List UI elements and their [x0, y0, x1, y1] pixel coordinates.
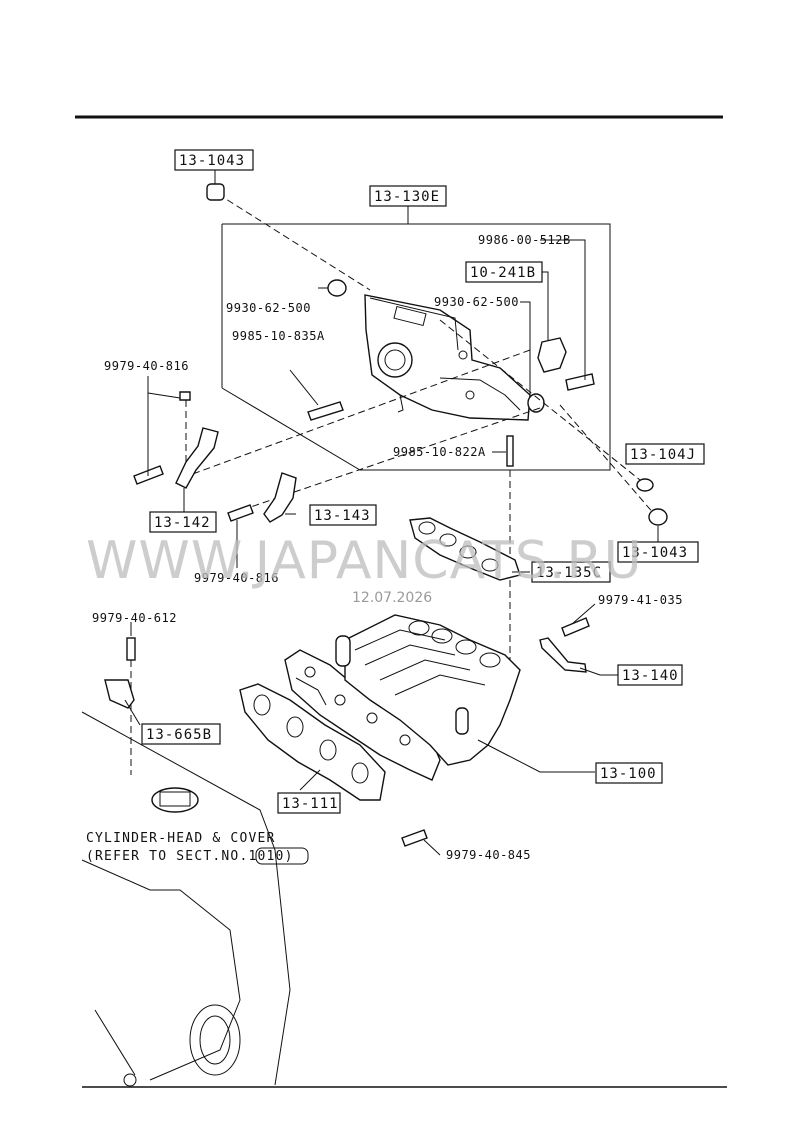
screw-9986-00-512B — [565, 373, 595, 391]
watermark-date: 12.07.2026 — [352, 590, 432, 606]
gasket-13-135C — [409, 517, 521, 581]
label-9979-40-816-upper: 9979-40-816 — [104, 359, 189, 373]
svg-text:13-1043: 13-1043 — [179, 153, 245, 169]
bracket-13-142 — [175, 427, 219, 489]
svg-text:13-142: 13-142 — [154, 515, 211, 531]
svg-text:13-140: 13-140 — [622, 668, 679, 684]
bracket-13-143 — [263, 472, 297, 523]
label-13-104J: 13-104J — [625, 443, 705, 465]
stud-9985-10-822A — [506, 435, 514, 467]
svg-text:13-104J: 13-104J — [630, 447, 696, 463]
svg-text:13-111: 13-111 — [282, 796, 339, 812]
cap-13-104J — [636, 478, 654, 492]
label-13-111: 13-111 — [277, 792, 341, 814]
watermark-text: WWW.JAPANCATS.RU — [86, 531, 643, 591]
label-9979-40-845: 9979-40-845 — [446, 848, 531, 862]
label-9985-10-822A: 9985-10-822A — [393, 445, 486, 459]
svg-text:13-143: 13-143 — [314, 508, 371, 524]
svg-text:13-1043: 13-1043 — [622, 545, 688, 561]
cap-13-1043-bottom — [648, 508, 668, 526]
label-13-143: 13-143 — [309, 504, 377, 526]
svg-text:13-100: 13-100 — [600, 766, 657, 782]
cap-13-1043-top — [206, 183, 225, 201]
bolt-9979-40-816-lower — [227, 504, 254, 522]
svg-text:13-135C: 13-135C — [536, 565, 602, 581]
label-9979-40-816-lower: 9979-40-816 — [194, 571, 279, 585]
label-13-135C: 13-135C — [531, 561, 611, 583]
cylinder-head-outline — [81, 711, 291, 1087]
label-13-100: 13-100 — [595, 762, 663, 784]
throttle-body — [364, 294, 531, 421]
label-9930-62-500-left: 9930-62-500 — [226, 301, 311, 315]
label-10-241B: 10-241B — [465, 261, 543, 283]
bolt-9979-40-845 — [401, 829, 428, 847]
note-line-1: CYLINDER-HEAD & COVER — [86, 831, 276, 846]
label-9979-41-035: 9979-41-035 — [598, 593, 683, 607]
label-13-140: 13-140 — [617, 664, 683, 686]
intake-manifold-13-100 — [284, 614, 521, 781]
pipe-13-140 — [539, 637, 587, 673]
cap-9930-62-500-left — [327, 279, 347, 297]
svg-text:13-665B: 13-665B — [146, 727, 212, 743]
label-13-665B: 13-665B — [141, 723, 221, 745]
label-9930-62-500-right: 9930-62-500 — [434, 295, 519, 309]
label-9979-40-612: 9979-40-612 — [92, 611, 177, 625]
label-13-1043-top: 13-1043 — [174, 149, 254, 171]
manifold-gasket-13-111 — [239, 683, 386, 801]
bracket-13-665B — [104, 637, 136, 709]
sensor-10-241B — [537, 337, 567, 373]
bracket-group — [133, 391, 297, 523]
bolt-9979-41-035 — [561, 617, 590, 637]
label-13-142: 13-142 — [149, 511, 217, 533]
label-9985-10-835A: 9985-10-835A — [232, 329, 325, 343]
throttle-body-group — [221, 204, 611, 471]
bolt-9979-40-816-upper — [179, 391, 191, 401]
label-9986-00-512B: 9986-00-512B — [478, 233, 571, 247]
stud-9985-10-835A — [307, 401, 344, 421]
assembly-bracket-13-130E — [221, 223, 611, 471]
note-line-2: (REFER TO SECT.NO.1010) — [86, 849, 294, 864]
leader-lines — [124, 170, 659, 856]
label-13-1043-bottom: 13-1043 — [617, 541, 699, 563]
label-13-130E: 13-130E — [369, 185, 447, 207]
throttle-bore — [377, 342, 413, 378]
svg-text:13-130E: 13-130E — [374, 189, 440, 205]
svg-text:10-241B: 10-241B — [470, 265, 536, 281]
